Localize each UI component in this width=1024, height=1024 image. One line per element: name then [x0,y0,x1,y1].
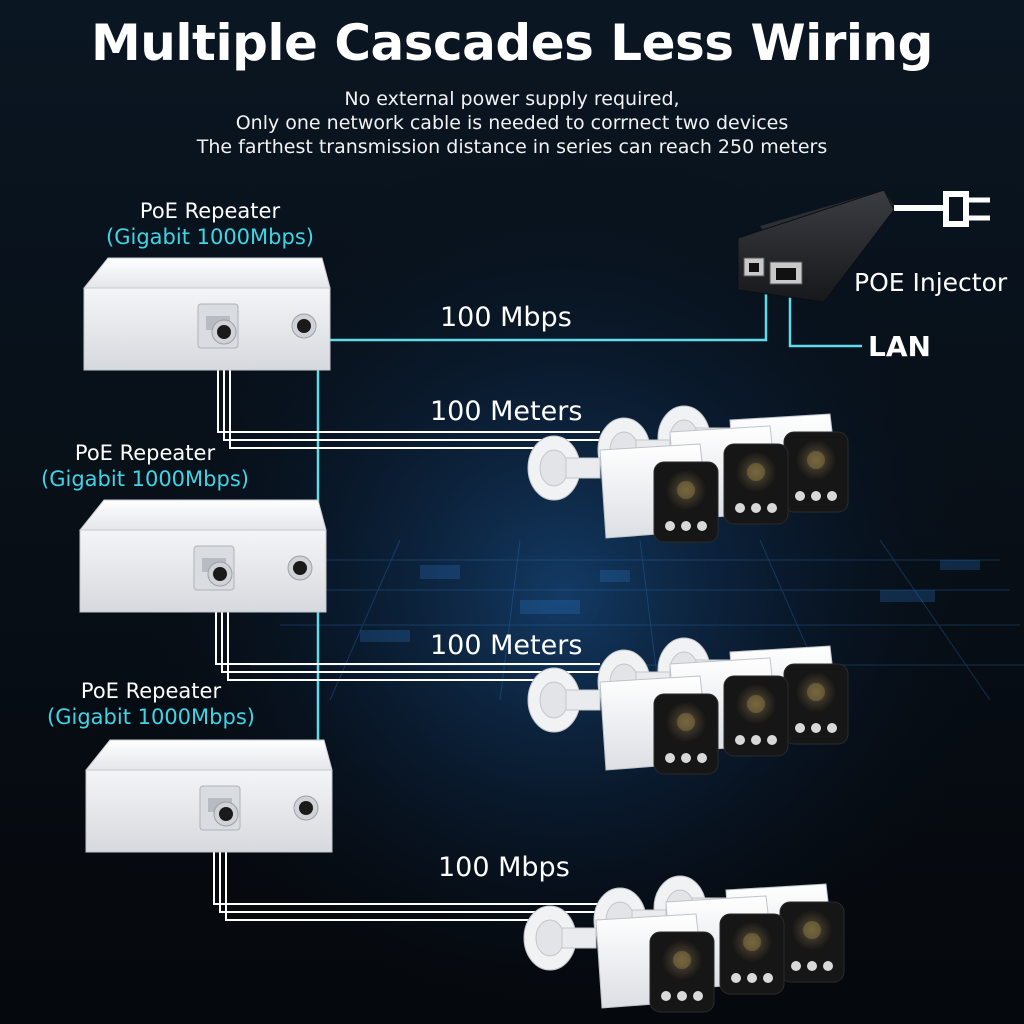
repeater-1-speed: (Gigabit 1000Mbps) [106,225,314,249]
cable-bundle-3c [225,820,560,921]
repeater-2-speed: (Gigabit 1000Mbps) [41,467,249,491]
bullet-camera [523,905,715,1013]
background-blocks [360,560,980,642]
poe-repeater-device-1 [83,257,331,371]
cable-bundle-2c [227,584,560,681]
link-label-first: 100 Meters [430,396,583,427]
subtitle-line-2: Only one network cable is needed to corr… [235,112,789,134]
repeater-2-name: PoE Repeater [74,441,216,465]
subtitle-line-1: No external power supply required, [344,88,680,110]
link-label-bottom: 100 Mbps [438,852,570,883]
camera-group-3 [523,875,845,1013]
poe-repeater-device-3 [85,739,333,853]
lan-label: LAN [868,330,931,363]
repeater-1-name: PoE Repeater [139,199,281,223]
repeater-3-label: PoE Repeater (Gigabit 1000Mbps) [6,678,296,730]
injector-label: POE Injector [854,268,1008,297]
cable-bundle-1b [223,350,640,441]
link-label-top: 100 Mbps [440,302,572,333]
repeater-3-name: PoE Repeater [80,679,222,703]
repeater-3-speed: (Gigabit 1000Mbps) [47,705,255,729]
link-label-second: 100 Meters [430,630,583,661]
power-plug-icon [943,191,990,227]
cable-bundle-2b [221,584,640,673]
cable-bundle-1a [217,350,600,433]
subtitle-line-3: The farthest transmission distance in se… [196,136,828,158]
poe-injector-device [737,189,990,303]
page-title: Multiple Cascades Less Wiring [91,14,933,72]
cable-lan [788,280,862,348]
bullet-camera [527,435,719,543]
bullet-camera [527,667,719,775]
cable-injector-to-repeater-1 [312,280,768,342]
repeater-1-label: PoE Repeater (Gigabit 1000Mbps) [60,198,360,250]
repeater-2-label: PoE Repeater (Gigabit 1000Mbps) [0,440,290,492]
poe-repeater-device-2 [79,499,327,613]
cable-bundle-1c [229,350,560,449]
